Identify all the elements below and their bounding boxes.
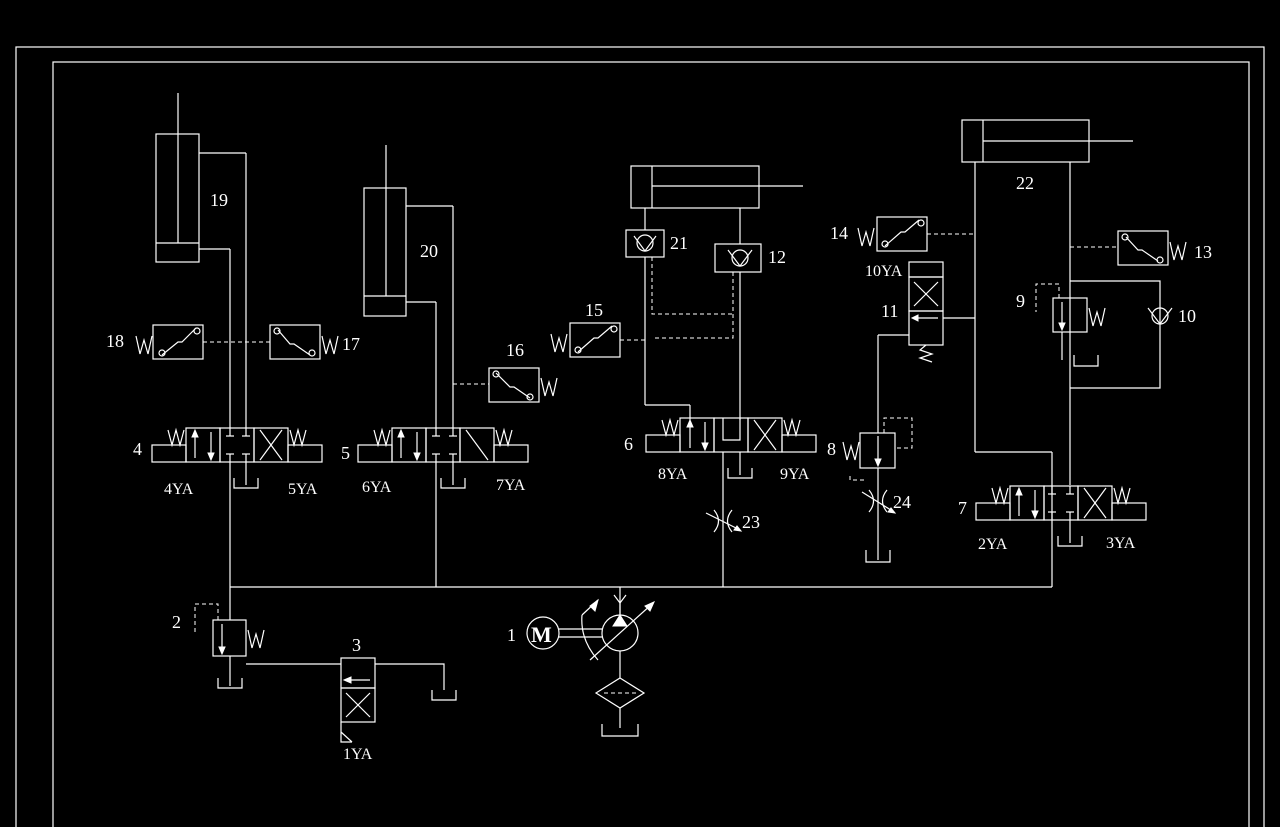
- label-24: 24: [893, 492, 911, 512]
- relief-valve-2: 2: [172, 603, 341, 689]
- switch-17: 17: [269, 324, 360, 360]
- label-12: 12: [768, 247, 786, 267]
- switch-18: 18: [106, 324, 204, 360]
- label-1ya: 1YA: [343, 746, 373, 763]
- main-pressure-line: [229, 452, 1053, 620]
- motor-label: M: [531, 622, 552, 647]
- label-7ya: 7YA: [496, 477, 526, 494]
- label-10ya: 10YA: [865, 263, 903, 280]
- label-7: 7: [958, 498, 967, 518]
- label-19: 19: [210, 190, 228, 210]
- label-5ya: 5YA: [288, 481, 318, 498]
- valve-6: 6 8YA 9YA: [624, 417, 817, 483]
- drawing-frame: [15, 46, 1265, 827]
- label-6: 6: [624, 434, 633, 454]
- label-13: 13: [1194, 242, 1212, 262]
- switch-16: 16: [488, 340, 558, 403]
- label-8: 8: [827, 439, 836, 459]
- throttle-23: 23: [705, 509, 760, 533]
- label-20: 20: [420, 241, 438, 261]
- label-10: 10: [1178, 306, 1196, 326]
- label-15: 15: [585, 300, 603, 320]
- label-14: 14: [830, 223, 848, 243]
- label-9ya: 9YA: [780, 466, 810, 483]
- cylinder-center: [630, 165, 803, 244]
- label-3: 3: [352, 635, 361, 655]
- throttle-24: 24: [861, 489, 911, 514]
- check-valve-21: 21: [625, 229, 733, 420]
- valve-8: 8: [827, 417, 913, 563]
- label-18: 18: [106, 331, 124, 351]
- label-8ya: 8YA: [658, 466, 688, 483]
- label-5: 5: [341, 443, 350, 463]
- cylinder-22: 22: [961, 119, 1133, 485]
- pump-motor-1: M 1: [507, 594, 655, 737]
- label-3ya: 3YA: [1106, 535, 1136, 552]
- label-4ya: 4YA: [164, 481, 194, 498]
- label-6ya: 6YA: [362, 479, 392, 496]
- label-2: 2: [172, 612, 181, 632]
- label-2ya: 2YA: [978, 536, 1008, 553]
- label-1: 1: [507, 625, 516, 645]
- valve-4: 4 4YA 5YA: [133, 427, 323, 498]
- label-21: 21: [670, 233, 688, 253]
- switch-15: 15: [550, 300, 645, 358]
- cylinder-19: 19: [155, 93, 247, 428]
- switch-13: 13: [1070, 230, 1212, 266]
- label-11: 11: [881, 301, 898, 321]
- check-valve-10: 10: [1147, 306, 1196, 326]
- valve-5: 5 6YA 7YA: [341, 427, 529, 496]
- valve-7: 7 2YA 3YA: [958, 485, 1147, 553]
- check-valve-12: 12: [652, 243, 786, 420]
- label-4: 4: [133, 439, 142, 459]
- label-17: 17: [342, 334, 360, 354]
- label-16: 16: [506, 340, 524, 360]
- cylinder-20: 20: [363, 145, 454, 428]
- valve-3: 3 1YA: [340, 635, 457, 763]
- valve-11: 10YA 11: [865, 261, 975, 433]
- valve-9: 9: [1016, 280, 1161, 389]
- switch-14: 14: [830, 216, 975, 252]
- label-23: 23: [742, 512, 760, 532]
- label-22: 22: [1016, 173, 1034, 193]
- label-9: 9: [1016, 291, 1025, 311]
